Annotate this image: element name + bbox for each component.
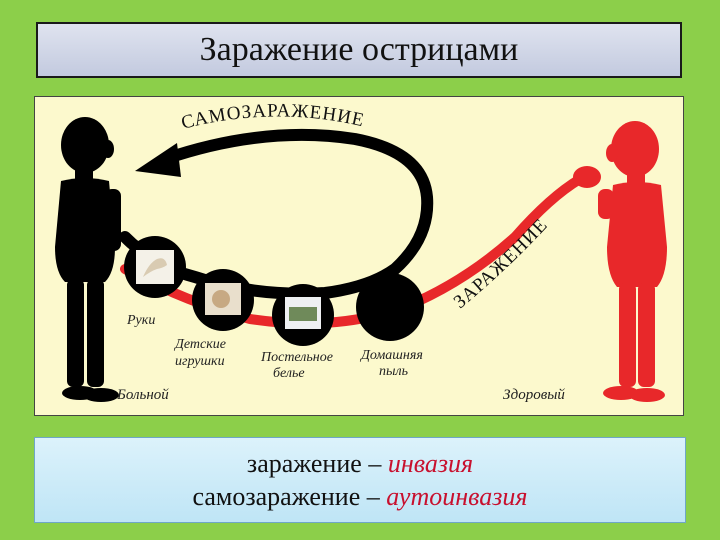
title-box: Заражение острицами [36, 22, 682, 78]
label-dust-2: пыль [379, 364, 408, 379]
healthy-person-silhouette [598, 121, 667, 402]
label-toys-1: Детские [173, 337, 226, 352]
definition-separator: – [360, 482, 387, 511]
definition-term: заражение [246, 449, 362, 478]
label-sick: Больной [116, 387, 169, 403]
infection-diagram: САМОЗАРАЖЕНИЕ ЗАРАЖЕНИЕ [34, 96, 684, 416]
label-dust-1: Домашняя [359, 348, 423, 363]
diagram-canvas: САМОЗАРАЖЕНИЕ ЗАРАЖЕНИЕ [55, 100, 667, 403]
definition-meaning: аутоинвазия [386, 482, 528, 511]
label-hands: Руки [126, 313, 155, 328]
infection-label: ЗАРАЖЕНИЕ [450, 214, 552, 312]
label-bedding-2: белье [273, 366, 305, 381]
self-infection-path [119, 128, 434, 300]
bedding-drawing [289, 307, 317, 321]
self-infection-label: САМОЗАРАЖЕНИЕ [179, 100, 366, 133]
definition-line: заражение – инвазия [247, 447, 473, 480]
label-bedding-1: Постельное [260, 350, 333, 365]
definition-meaning: инвазия [387, 449, 474, 478]
page-title: Заражение острицами [199, 31, 519, 68]
self-infection-arrowhead [135, 143, 181, 177]
infection-hand-tip [573, 166, 601, 188]
toy-drawing [212, 290, 230, 308]
definitions-box: заражение – инвазия самозаражение – ауто… [34, 437, 686, 523]
definition-term: самозаражение [192, 482, 361, 511]
sick-person-silhouette [55, 117, 121, 402]
hand-drawing [143, 258, 167, 277]
definition-line: самозаражение – аутоинвазия [193, 480, 528, 513]
label-healthy: Здоровый [503, 387, 565, 403]
label-toys-2: игрушки [175, 354, 225, 369]
dust-circle [356, 273, 424, 341]
definition-separator: – [361, 449, 388, 478]
